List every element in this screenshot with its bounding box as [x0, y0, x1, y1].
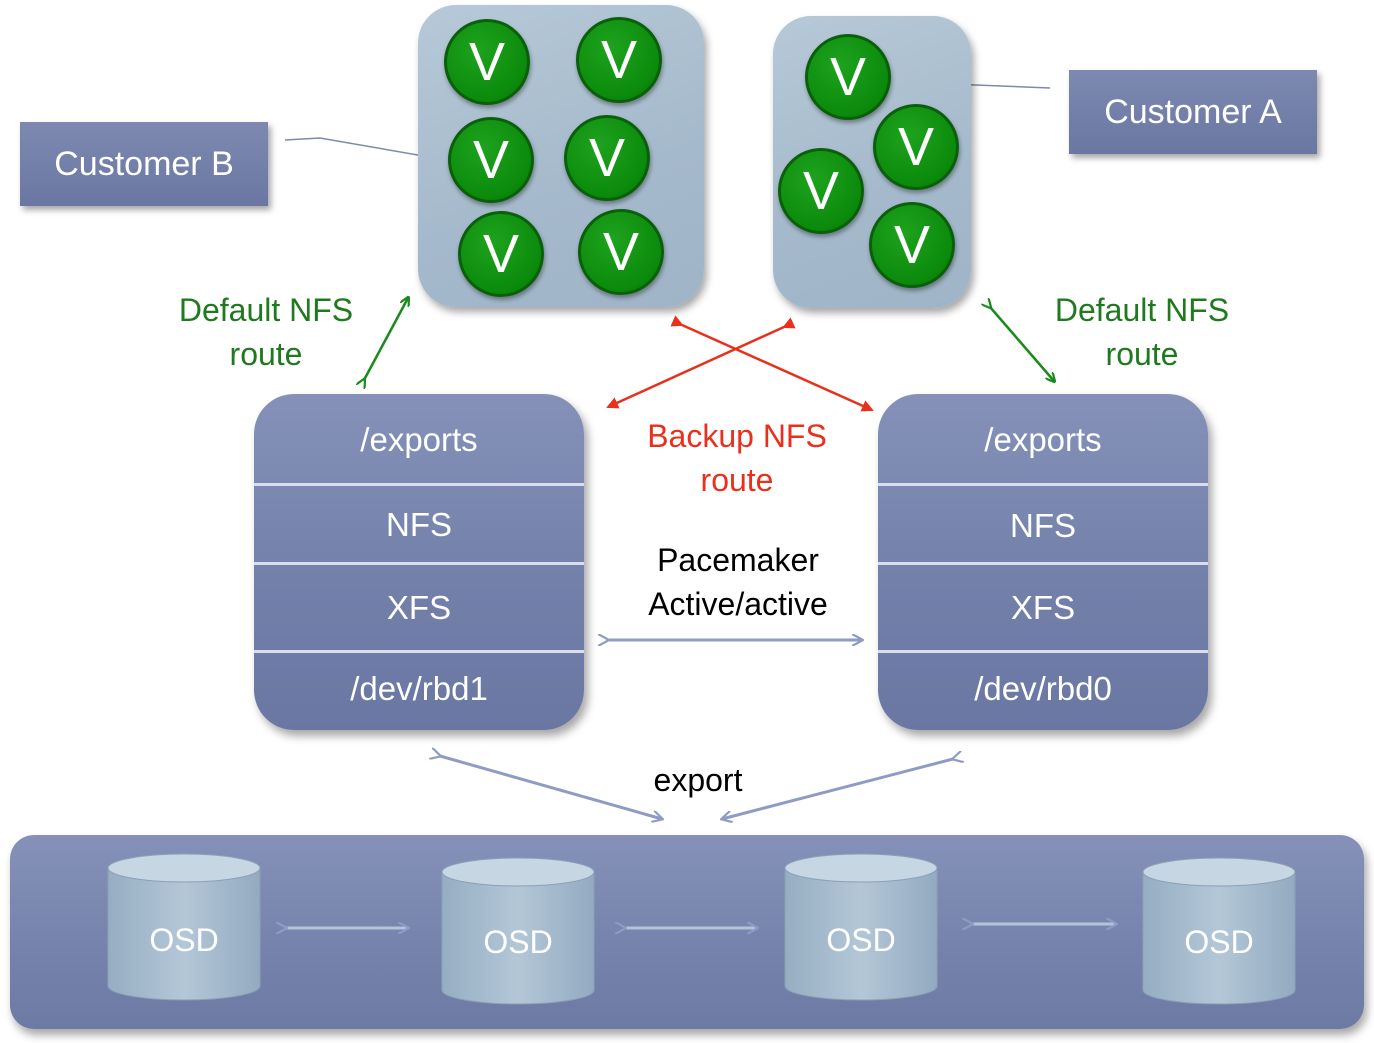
vm-group-customer-a: V V V V: [773, 16, 971, 308]
osd-cylinder: [441, 857, 595, 1005]
nfs-layer: NFS: [386, 506, 452, 543]
osd-cylinder: [107, 853, 261, 1001]
vm-icon: V: [564, 115, 650, 201]
vm-group-customer-b: V V V V V V: [418, 5, 704, 307]
customer-a-label: Customer A: [1069, 70, 1317, 154]
pacemaker-line2: Active/active: [648, 586, 828, 622]
layer-divider: [878, 562, 1208, 565]
default-route-left-line2: route: [229, 336, 303, 372]
pacemaker-label: Pacemaker Active/active: [608, 538, 868, 626]
xfs-layer: XFS: [386, 589, 452, 626]
pacemaker-line1: Pacemaker: [657, 542, 819, 578]
nfs-server-left: /exports NFS XFS /dev/rbd1: [254, 394, 584, 730]
default-route-left-line1: Default NFS: [178, 292, 354, 328]
backup-route-arrow: [670, 315, 874, 412]
backup-route-line2: route: [700, 462, 774, 498]
backup-route-line1: Backup NFS: [647, 418, 827, 454]
vm-icon: V: [444, 19, 530, 105]
backup-route-label: Backup NFS route: [612, 414, 862, 502]
vm-icon: V: [578, 209, 664, 295]
default-route-right-line1: Default NFS: [1054, 292, 1230, 328]
customer-b-text: Customer B: [54, 144, 234, 183]
nfs-layer: NFS: [1010, 507, 1076, 544]
osd-label: OSD: [1184, 924, 1254, 960]
device-layer: /dev/rbd1: [350, 670, 488, 707]
layer-divider: [254, 650, 584, 653]
osd-cylinder: [1142, 857, 1296, 1005]
layer-divider: [878, 650, 1208, 653]
layer-divider: [254, 483, 584, 486]
layer-divider: [878, 483, 1208, 486]
vm-icon: V: [873, 104, 959, 190]
vm-icon: V: [778, 148, 864, 234]
customer-a-text: Customer A: [1104, 92, 1282, 131]
default-route-label-left: Default NFS route: [150, 288, 382, 376]
osd-label: OSD: [826, 922, 896, 958]
backup-route-arrow: [606, 317, 796, 409]
osd-label: OSD: [149, 922, 219, 958]
default-route-arrow-right: [990, 307, 1054, 381]
vm-icon: V: [869, 202, 955, 288]
export-arrow-left: [440, 756, 662, 819]
default-route-arrow-left: [364, 298, 408, 380]
nfs-server-right: /exports NFS XFS /dev/rbd0: [878, 394, 1208, 730]
customer-b-label: Customer B: [20, 122, 268, 206]
device-layer: /dev/rbd0: [974, 670, 1112, 707]
vm-icon: V: [576, 17, 662, 103]
export-arrow-right: [722, 759, 953, 819]
default-route-right-line2: route: [1105, 336, 1179, 372]
vm-icon: V: [458, 211, 544, 297]
osd-label: OSD: [483, 924, 553, 960]
osd-cylinder: [784, 853, 938, 1001]
vm-icon: V: [448, 117, 534, 203]
customer-b-connector: [284, 137, 436, 159]
xfs-layer: XFS: [1010, 589, 1076, 626]
layer-divider: [254, 562, 584, 565]
default-route-label-right: Default NFS route: [1026, 288, 1258, 376]
export-label: export: [653, 762, 743, 798]
exports-layer: /exports: [984, 421, 1102, 458]
vm-icon: V: [805, 34, 891, 120]
exports-layer: /exports: [360, 421, 478, 458]
